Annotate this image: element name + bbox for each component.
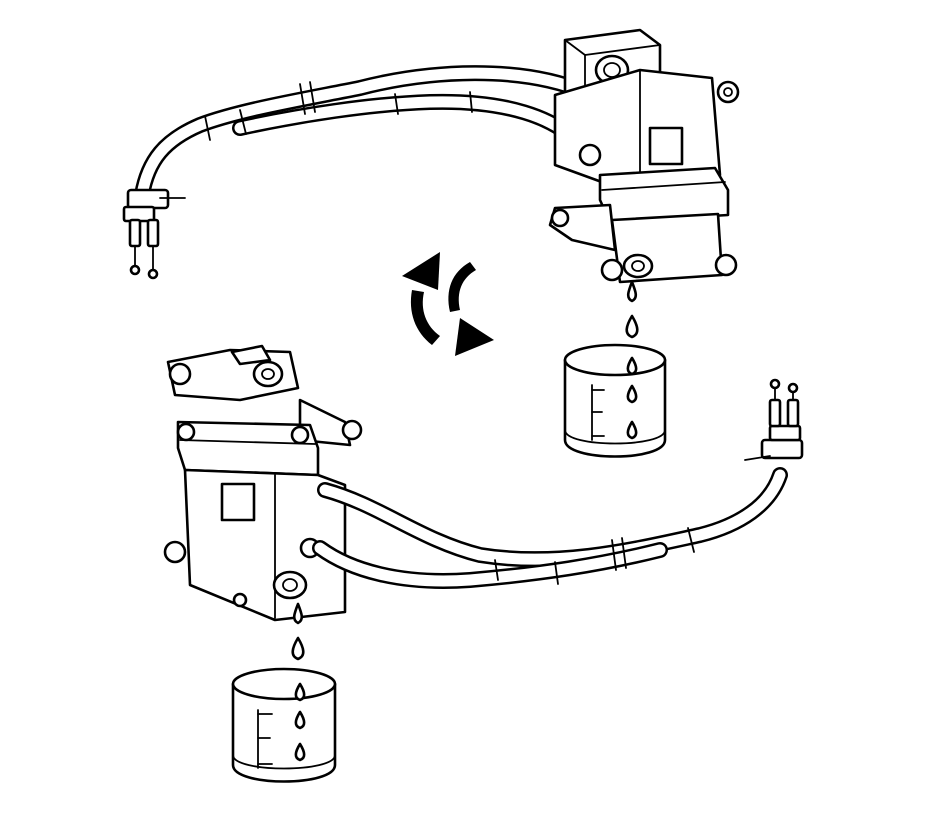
upper-hose-assembly [122, 65, 593, 280]
lower-compressor [163, 344, 363, 622]
lower-hose-assembly [312, 378, 804, 589]
lower-measuring-cup [231, 667, 337, 783]
rotate-arrows-icon [402, 252, 494, 356]
lower-oil-drops [291, 602, 305, 661]
upper-oil-drops [625, 280, 639, 339]
upper-compressor [548, 28, 740, 284]
upper-measuring-cup [563, 343, 667, 458]
